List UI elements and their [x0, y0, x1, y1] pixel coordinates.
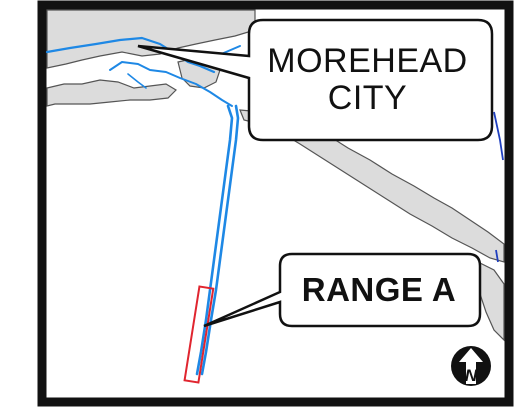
city-label-line2: CITY	[327, 79, 408, 117]
ship-channel-east	[200, 104, 240, 376]
north-arrow-letter: N	[465, 366, 478, 385]
range-a-label: RANGE A	[284, 259, 474, 321]
range-a-box	[183, 285, 215, 384]
city-callout-bubble	[137, 18, 494, 142]
channel-small-creek	[127, 73, 147, 89]
channel-right-edge	[493, 111, 504, 263]
barrier-island-west	[46, 79, 177, 107]
range-label-text: RANGE A	[301, 270, 457, 308]
ship-channel-west	[195, 104, 234, 376]
channel-intracoastal	[45, 36, 216, 74]
barrier-island-east	[239, 109, 505, 263]
north-arrow-icon: N	[451, 346, 491, 386]
city-label-line1: MOREHEAD	[267, 41, 468, 80]
morehead-city-label: MOREHEAD CITY	[250, 30, 485, 130]
channels	[45, 36, 241, 376]
channel-harbor-loop	[109, 61, 233, 107]
range-callout-bubble	[203, 252, 482, 328]
